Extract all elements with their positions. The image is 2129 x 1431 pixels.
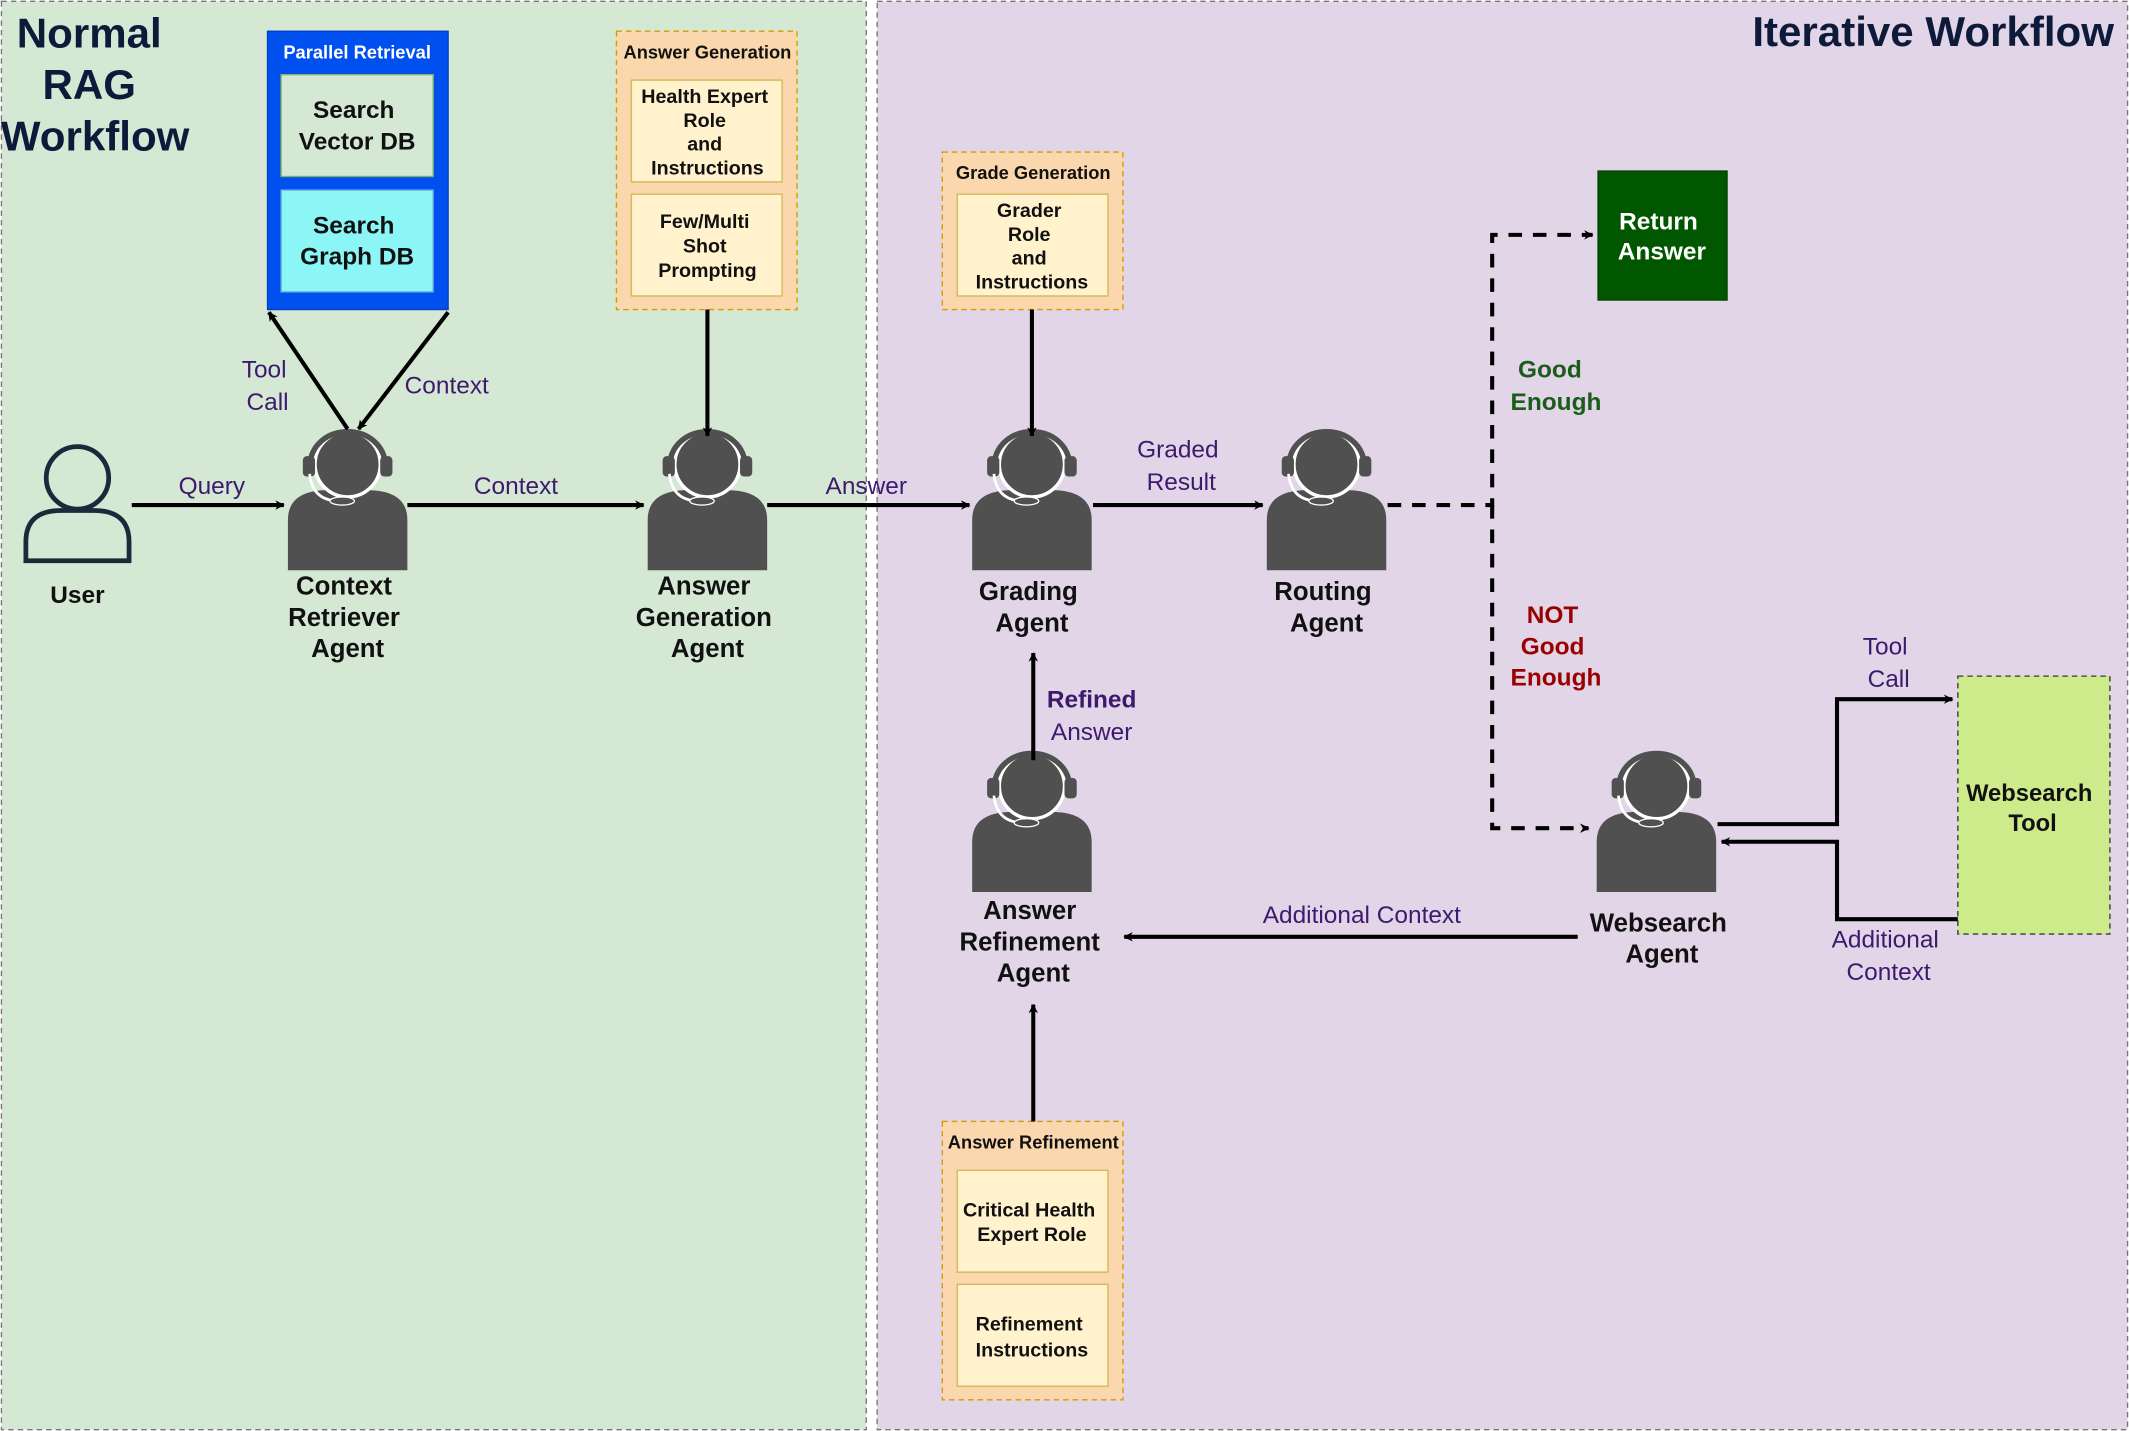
critical-health-expert-label: Critical Health Expert Role: [963, 1199, 1101, 1245]
edge-context-from-retrieval: [356, 311, 450, 431]
health-expert-role-box: [630, 79, 783, 183]
additional-context-right-label: Additional Context: [1832, 927, 1946, 987]
graded-result-label: Graded Result: [1137, 437, 1225, 497]
query-label: Query: [179, 473, 246, 500]
answer-refinement-prompt-group: Answer Refinement Critical Health Expert…: [941, 1120, 1124, 1401]
refinement-instructions-label: Refinement Instructions: [976, 1314, 1089, 1362]
good-enough-label: Good Enough: [1511, 356, 1602, 416]
critical-health-expert-box: [956, 1169, 1109, 1273]
grader-role-box: [956, 193, 1109, 297]
grading-agent: Grading Agent: [972, 432, 1091, 637]
normal-rag-title: Normal RAG Workflow: [1, 10, 190, 160]
few-multi-shot-box: [630, 193, 783, 297]
additional-context-label: Additional Context: [1263, 902, 1461, 929]
return-answer-box: Return Answer: [1597, 170, 1728, 301]
context-retriever-agent: Context Retriever Agent: [288, 432, 407, 663]
answer-generation-agent-label: Answer Generation Agent: [636, 573, 779, 663]
not-good-enough-label: NOT Good Enough: [1511, 602, 1602, 691]
tool-call-right-label: Tool Call: [1863, 633, 1915, 693]
answer-label: Answer: [826, 473, 907, 500]
edge-routing-to-return: [1387, 230, 1594, 508]
edge-routing-to-websearch: [1490, 505, 1590, 833]
routing-agent: Routing Agent: [1267, 432, 1386, 637]
edges: [131, 230, 1958, 1122]
context-mid-label: Context: [474, 473, 558, 500]
context-up-label: Context: [405, 373, 489, 400]
refined-answer-label: Answer: [1051, 719, 1132, 746]
websearch-tool-label: Websearch Tool: [1966, 780, 2099, 837]
search-vector-db-label: Search Vector DB: [299, 97, 416, 155]
search-vector-db-box: [280, 73, 434, 178]
parallel-retrieval-group: Parallel Retrieval Search Vector DB Sear…: [266, 30, 449, 311]
answer-refinement-prompt-header: Answer Refinement: [948, 1132, 1119, 1153]
routing-agent-label: Routing Agent: [1274, 578, 1379, 637]
few-multi-shot-label: Few/Multi Shot Prompting: [658, 211, 756, 282]
websearch-agent: Websearch Agent: [1590, 754, 1734, 969]
grading-agent-label: Grading Agent: [979, 578, 1085, 637]
tool-call-left-label: Tool Call: [242, 356, 294, 416]
iterative-title: Iterative Workflow: [1752, 8, 2114, 55]
search-graph-db-box: [280, 189, 434, 293]
edge-tool-call-to-retrieval: [267, 311, 350, 431]
answer-generation-agent: Answer Generation Agent: [636, 432, 779, 663]
edge-websearch-tool-context: [1720, 837, 1958, 922]
grader-role-label: Grader Role and Instructions: [976, 200, 1089, 293]
edge-labels: Query Tool Call Context Context Answer G…: [179, 356, 1946, 987]
websearch-tool-box: Websearch Tool: [1957, 675, 2111, 935]
parallel-retrieval-header: Parallel Retrieval: [283, 41, 431, 62]
answer-generation-prompt-header: Answer Generation: [623, 41, 791, 62]
answer-refinement-agent-label: Answer Refinement Agent: [959, 897, 1107, 987]
edge-websearch-tool-call: [1717, 694, 1954, 827]
refined-label: Refined: [1047, 686, 1137, 713]
websearch-agent-label: Websearch Agent: [1590, 909, 1734, 968]
refinement-instructions-box: [956, 1283, 1109, 1387]
user-label: User: [50, 582, 105, 609]
grade-generation-prompt-header: Grade Generation: [956, 162, 1111, 183]
context-retriever-agent-label: Context Retriever Agent: [288, 573, 407, 663]
answer-refinement-agent: Answer Refinement Agent: [959, 754, 1107, 988]
answer-generation-prompt-group: Answer Generation Health Expert Role and…: [615, 30, 798, 311]
grade-generation-prompt-group: Grade Generation Grader Role and Instruc…: [941, 151, 1124, 311]
health-expert-role-label: Health Expert Role and Instructions: [641, 86, 773, 179]
return-answer-label: Return Answer: [1618, 208, 1707, 265]
search-graph-db-label: Search Graph DB: [300, 213, 414, 271]
user-node: User: [23, 444, 132, 609]
